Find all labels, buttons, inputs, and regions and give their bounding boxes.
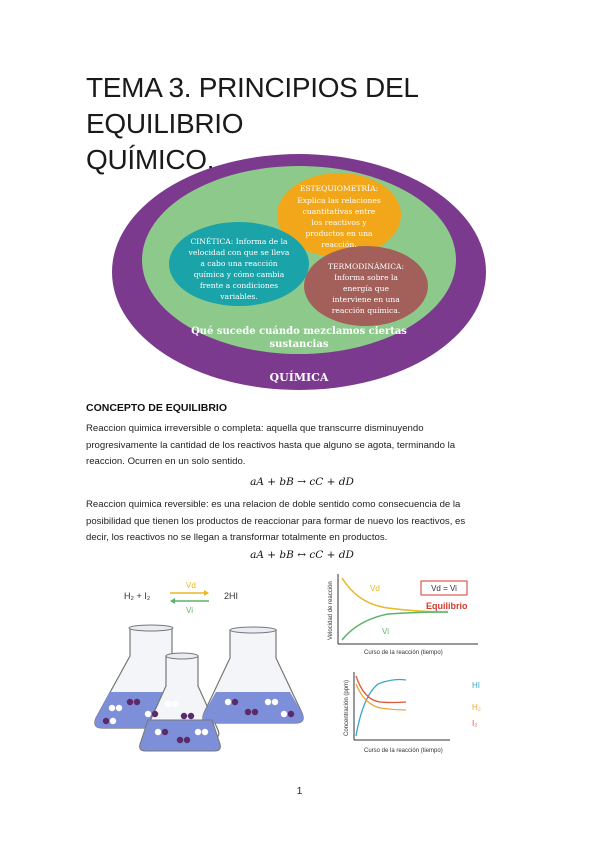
i2-curve bbox=[355, 675, 407, 704]
estequiometria-line-2: Explica las relaciones bbox=[297, 196, 381, 205]
inner-label-line-2: sustancias bbox=[270, 339, 329, 350]
estequiometria-line-4: los reactivos y bbox=[311, 218, 367, 227]
rate-chart: Velocidad de reacción Curso de la reacci… bbox=[328, 574, 478, 656]
page-number: 1 bbox=[296, 786, 303, 797]
reaction-left: H₂ + I₂ bbox=[124, 591, 151, 601]
title-line-2: QUÍMICO. bbox=[86, 144, 215, 175]
concentration-chart: Concentración (ppm) Curso de la reacción… bbox=[344, 672, 481, 754]
vd-vi-box bbox=[420, 580, 468, 596]
i2-label: I₂ bbox=[472, 719, 477, 728]
vi-curve bbox=[341, 611, 449, 641]
estequiometria-line-6: reacción. bbox=[321, 240, 356, 249]
vd-vi-box-label: Vd = Vi bbox=[431, 584, 457, 593]
arrow-forward-label: Vd bbox=[186, 581, 196, 590]
termodinamica-line-4: interviene en una bbox=[332, 295, 400, 304]
estequiometria-line-3: cuantitativas entre bbox=[303, 207, 376, 216]
arrow-back-label: Vi bbox=[186, 606, 193, 615]
cinetica-line-2: velocidad con que se lleva bbox=[188, 248, 290, 257]
circle-cinetica bbox=[169, 222, 309, 306]
equation-irreversible: aA + bB → cC + dD bbox=[250, 476, 354, 488]
irreversible-line-2: progresivamente la cantidad de los react… bbox=[86, 439, 456, 451]
circle-termodinamica bbox=[304, 246, 428, 326]
vi-label: Vi bbox=[382, 627, 389, 636]
termodinamica-line-3: energía que bbox=[343, 284, 389, 293]
rate-chart-xlabel: Curso de la reacción (tiempo) bbox=[364, 650, 443, 656]
estequiometria-line-1: ESTEQUIOMETRÍA: bbox=[300, 184, 378, 193]
paragraph-reversible: Reaccion quimica reversible: es una rela… bbox=[86, 497, 518, 547]
termodinamica-line-2: Informa sobre la bbox=[334, 273, 398, 282]
cinetica-line-3: a cabo una reacción bbox=[200, 259, 277, 268]
reversible-line-1: Reaccion quimica reversible: es una rela… bbox=[86, 499, 461, 510]
equilibrio-label: Equilibrio bbox=[426, 601, 468, 611]
cinetica-line-1: CINÉTICA: Informa de la bbox=[190, 237, 288, 246]
flask-right bbox=[202, 626, 304, 724]
cinetica-line-5: frente a condiciones bbox=[200, 281, 278, 290]
molecules bbox=[102, 698, 295, 744]
circle-estequiometria bbox=[277, 173, 401, 257]
arrow-forward-head bbox=[204, 590, 209, 596]
inner-label-line-1: Qué sucede cuándo mezclamos ciertas bbox=[191, 326, 407, 337]
reaction-right: 2HI bbox=[224, 591, 238, 601]
conc-chart-ylabel: Concentración (ppm) bbox=[344, 680, 350, 736]
paragraph-irreversible: Reaccion quimica irreversible o completa… bbox=[86, 421, 518, 471]
estequiometria-line-5: productos en una bbox=[305, 229, 373, 238]
rate-chart-ylabel: Velocidad de reacción bbox=[328, 581, 334, 640]
hi-label: HI bbox=[472, 681, 480, 690]
irreversible-line-1: Reaccion quimica irreversible o completa… bbox=[86, 423, 424, 434]
vd-label: Vd bbox=[370, 584, 380, 593]
title-line-1: TEMA 3. PRINCIPIOS DEL EQUILIBRIO bbox=[86, 72, 418, 139]
irreversible-line-3: reaccion. Ocurren en un solo sentido. bbox=[86, 456, 246, 467]
flask-bottom-basin bbox=[139, 719, 221, 752]
termodinamica-line-1: TERMODINÁMICA: bbox=[328, 262, 404, 271]
cinetica-line-6: variables. bbox=[219, 292, 258, 301]
hi-curve bbox=[355, 678, 407, 737]
reversible-line-3: decir, los reactivos no se llegan a tran… bbox=[86, 532, 388, 543]
cinetica-line-4: química y cómo cambia bbox=[194, 270, 285, 279]
equilibrium-figure: H₂ + I₂ 2HI Vd Vi bbox=[94, 574, 481, 754]
h2-label: H₂ bbox=[472, 703, 481, 712]
page-title: TEMA 3. PRINCIPIOS DEL EQUILIBRIO QUÍMIC… bbox=[86, 70, 526, 178]
h2-curve bbox=[355, 683, 407, 711]
arrow-back-head bbox=[170, 598, 175, 604]
termodinamica-line-5: reacción química. bbox=[332, 306, 400, 315]
outer-label-quimica: QUÍMICA bbox=[270, 370, 329, 384]
section-heading-concepto: CONCEPTO DE EQUILIBRIO bbox=[86, 402, 227, 414]
conc-chart-xlabel: Curso de la reacción (tiempo) bbox=[364, 748, 443, 754]
reversible-line-2: posibilidad que tienen los productos de … bbox=[86, 515, 466, 527]
chemistry-diagram: ESTEQUIOMETRÍA: Explica las relaciones c… bbox=[112, 154, 486, 390]
equation-reversible: aA + bB ↔ cC + dD bbox=[250, 549, 354, 561]
